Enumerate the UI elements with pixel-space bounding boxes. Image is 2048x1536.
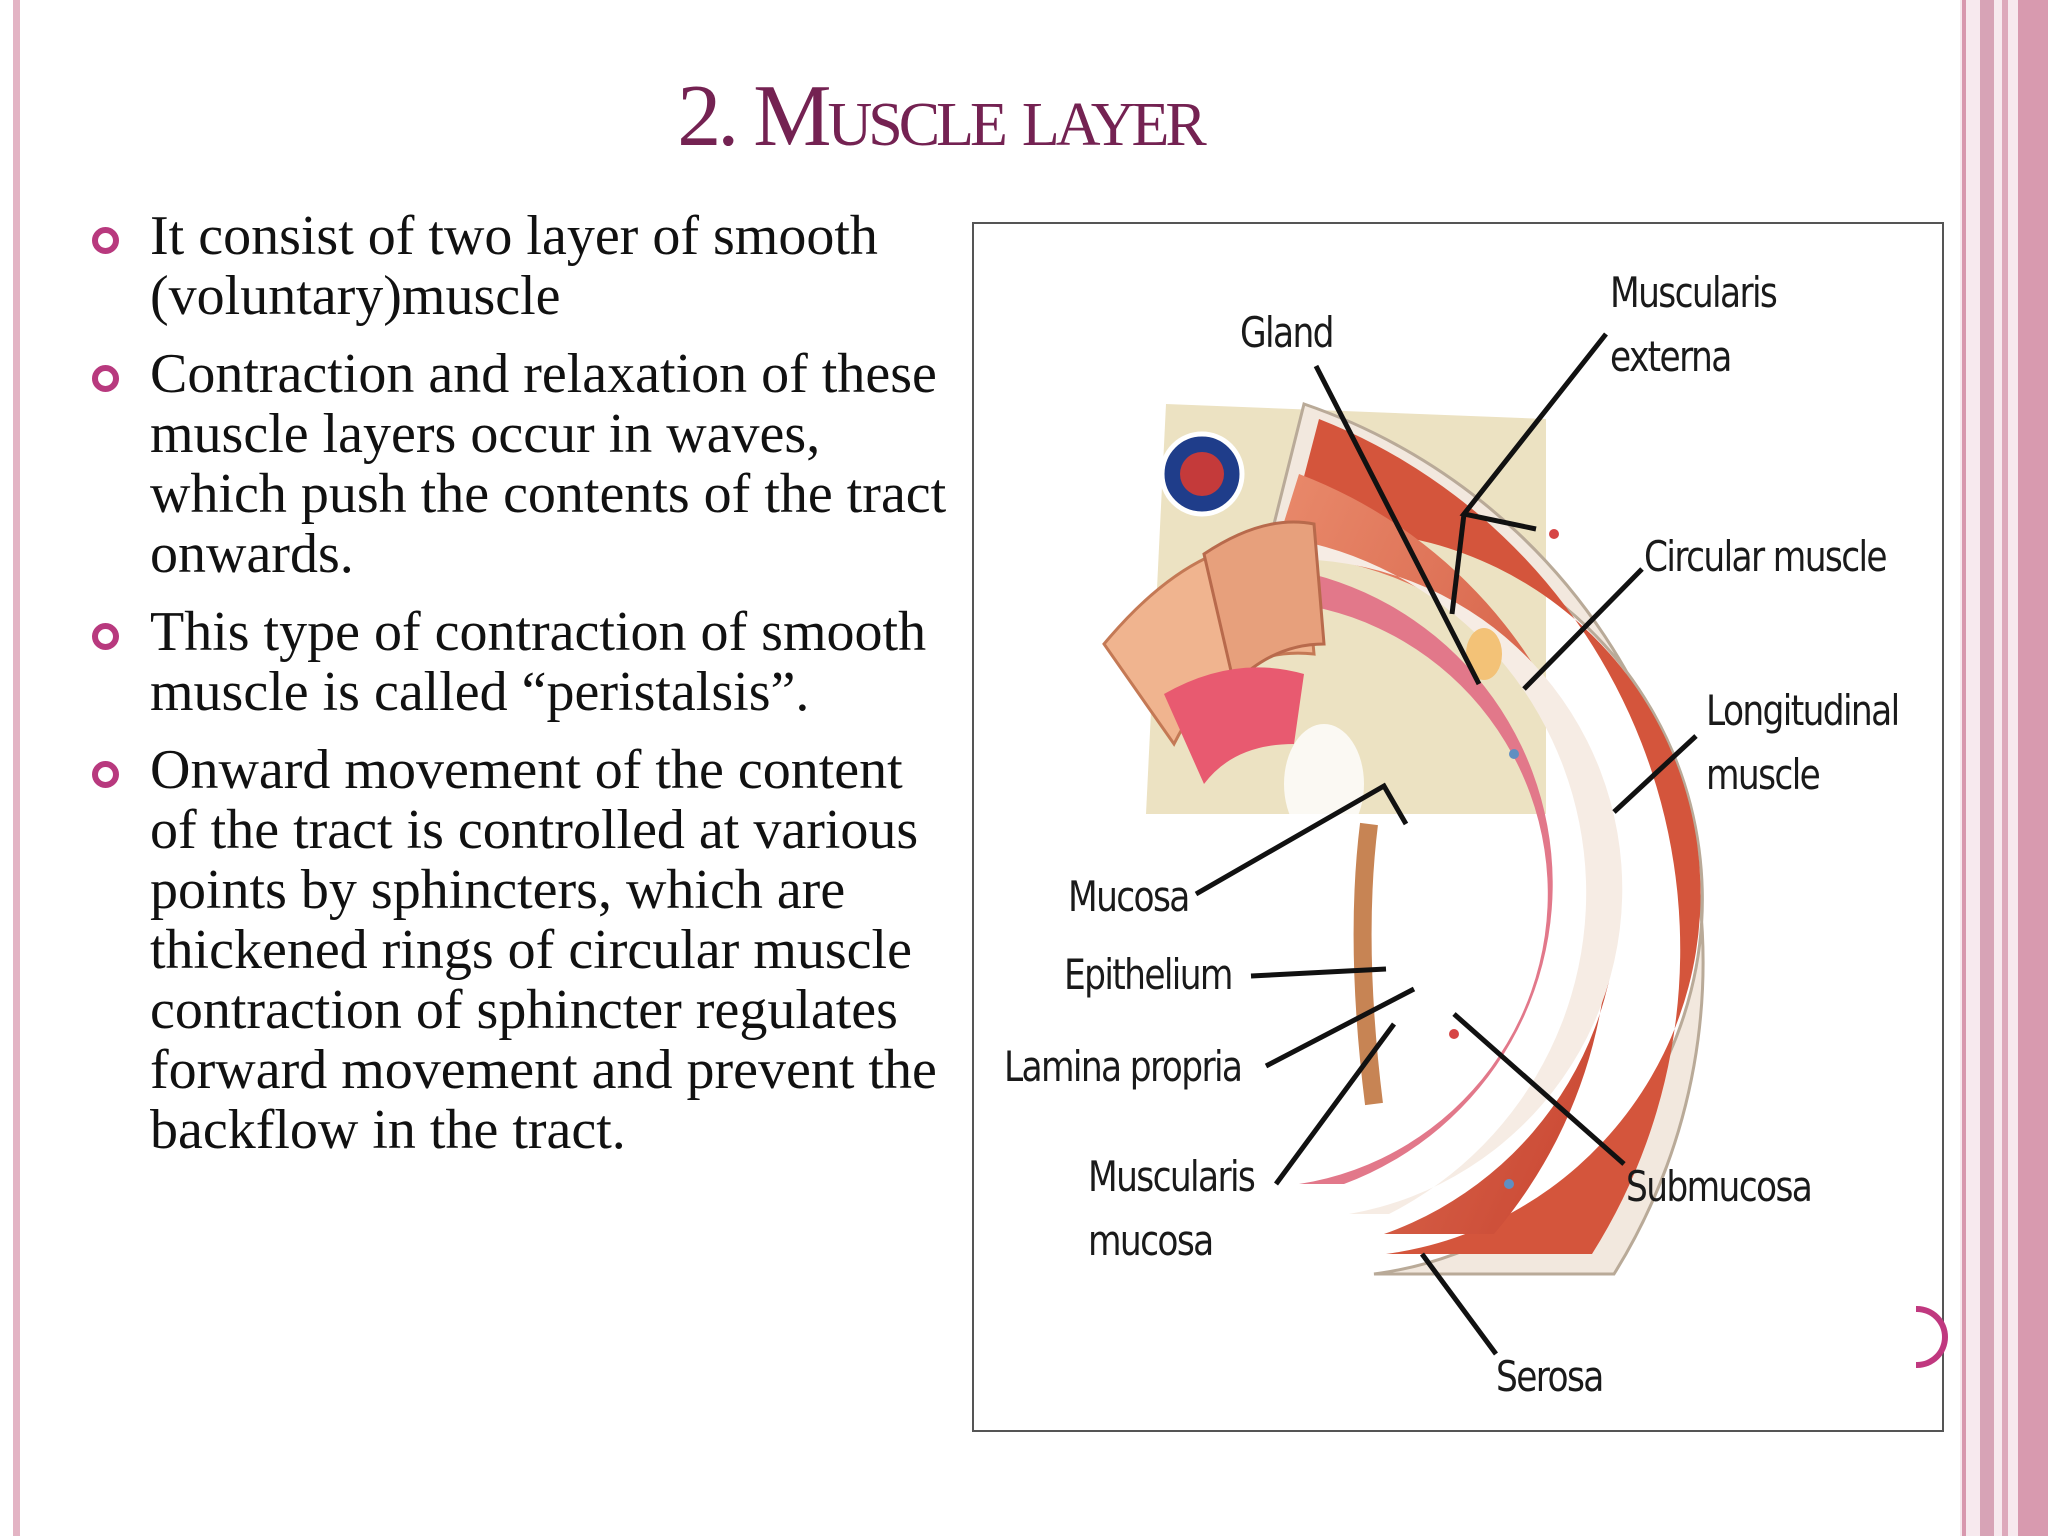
bullet-list: It consist of two layer of smooth (volun…	[92, 206, 952, 1178]
leader-line-submucosa	[1452, 1012, 1626, 1166]
label-submucosa: Submucosa	[1626, 1162, 1813, 1211]
bullet-text: It consist of two layer of smooth (volun…	[150, 205, 878, 327]
leader-line-lamina-propria	[1264, 986, 1416, 1069]
bullet-dot-icon	[92, 365, 119, 392]
leader-line-epithelium	[1250, 966, 1387, 979]
vessel-dot	[1504, 1179, 1514, 1189]
left-border-line	[13, 0, 20, 1536]
leader-line-circular-muscle	[1522, 567, 1644, 691]
bullet-item: It consist of two layer of smooth (volun…	[92, 206, 952, 326]
bullet-item: Onward movement of the content of the tr…	[92, 740, 952, 1160]
bullet-item: Contraction and relaxation of these musc…	[92, 344, 952, 584]
segment-slice	[1202, 520, 1326, 687]
leader-line-serosa	[1419, 1252, 1499, 1356]
bullet-text: This type of contraction of smooth muscl…	[150, 601, 927, 723]
bullet-dot-icon	[92, 623, 119, 650]
slide-title: 2. Muscle layer	[677, 68, 1207, 165]
gland-structure	[1466, 628, 1502, 680]
vessel-dot	[1509, 749, 1519, 759]
label-mucosa: Mucosa	[1068, 872, 1190, 921]
label-serosa: Serosa	[1496, 1352, 1604, 1401]
leader-line-muscularis-externa	[1449, 513, 1467, 615]
bullet-text: Onward movement of the content of the tr…	[150, 739, 937, 1161]
right-border-stripe	[2018, 0, 2048, 1536]
leader-line-muscularis-mucosa	[1273, 1022, 1397, 1186]
label-circular-muscle: Circular muscle	[1644, 532, 1888, 581]
mucosal-folds	[1164, 667, 1304, 784]
gi-wall-figure: Gland Muscularis externa Circular muscle…	[972, 222, 1944, 1432]
bullet-text: Contraction and relaxation of these musc…	[150, 343, 947, 585]
label-longitudinal-muscle-line1: Longitudinal	[1706, 686, 1900, 735]
right-border-stripe	[1962, 0, 1966, 1536]
label-longitudinal-muscle-line2: muscle	[1706, 750, 1821, 799]
label-muscularis-externa-line2: externa	[1610, 332, 1732, 381]
right-border-stripe	[2002, 0, 2008, 1536]
label-muscularis-externa-line1: Muscularis	[1610, 268, 1778, 317]
villi-edge	[1353, 822, 1383, 1106]
right-border-stripe	[1980, 0, 1994, 1536]
model-seal-center	[1180, 452, 1224, 496]
vessel-dot	[1449, 1029, 1459, 1039]
label-muscularis-mucosa-line1: Muscularis	[1088, 1152, 1256, 1201]
leader-line-longitudinal-muscle	[1612, 734, 1698, 814]
bullet-item: This type of contraction of smooth muscl…	[92, 602, 952, 722]
label-gland: Gland	[1240, 308, 1334, 357]
leader-line-gland	[1313, 364, 1482, 686]
bullet-dot-icon	[92, 761, 119, 788]
lumen	[1284, 724, 1364, 844]
leader-line-mucosa	[1194, 782, 1409, 897]
label-muscularis-mucosa-line2: mucosa	[1088, 1216, 1214, 1265]
bullet-dot-icon	[92, 227, 119, 254]
gi-wall-illustration	[1102, 332, 1705, 1356]
label-lamina-propria: Lamina propria	[1004, 1042, 1243, 1091]
vessel-dot	[1549, 529, 1559, 539]
label-epithelium: Epithelium	[1064, 950, 1233, 999]
